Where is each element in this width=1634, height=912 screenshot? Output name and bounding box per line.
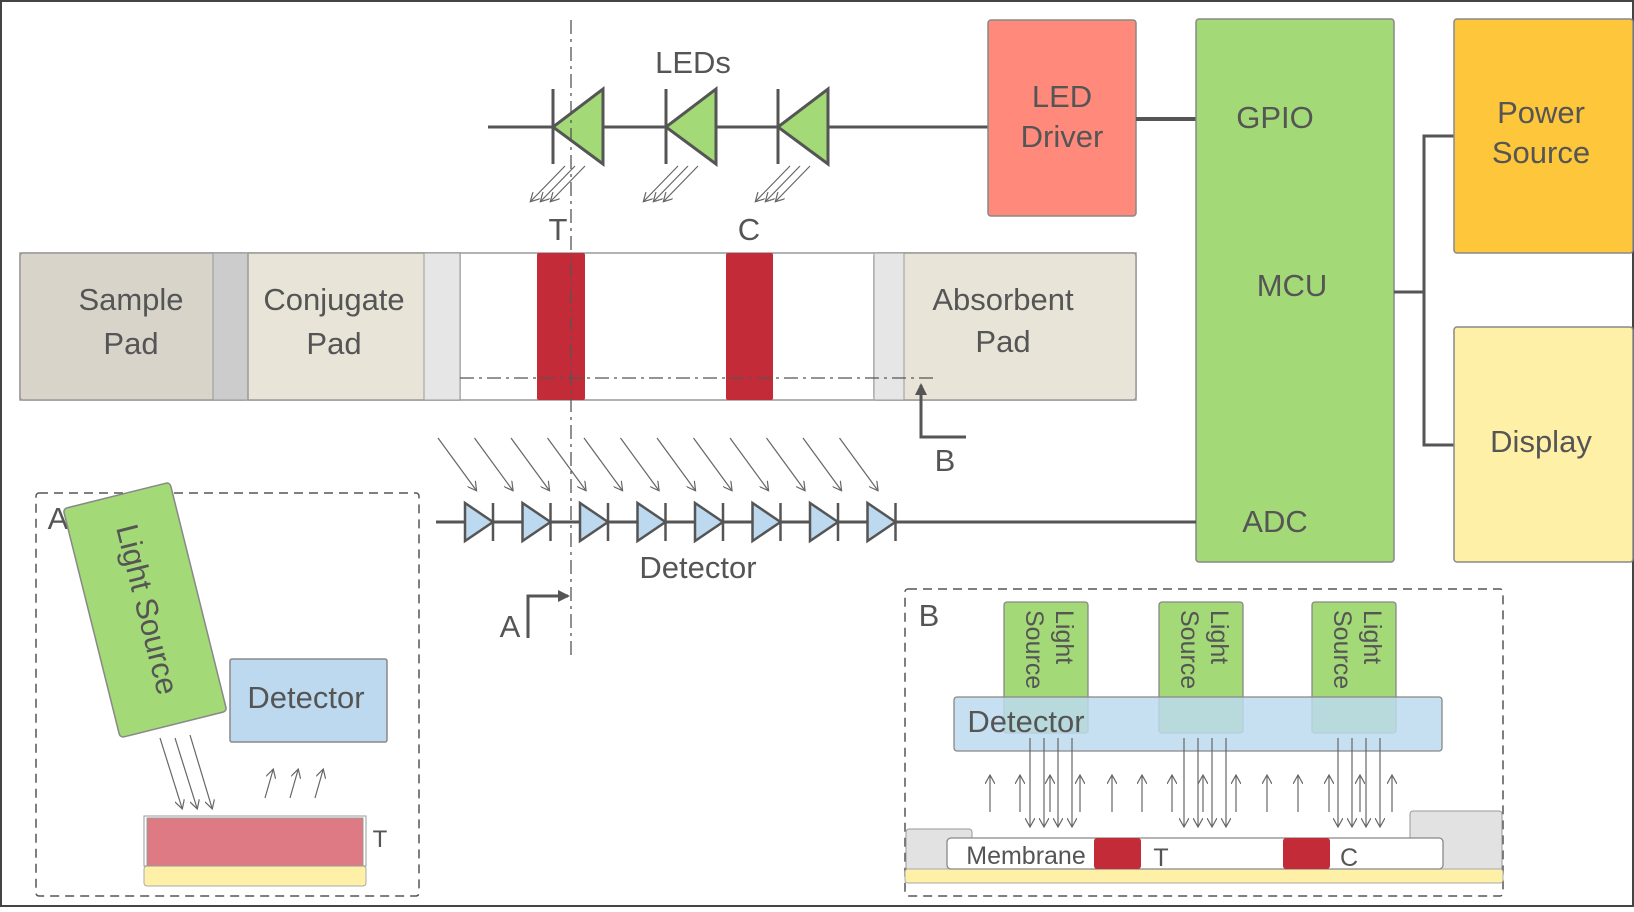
led-emission-arrows xyxy=(531,165,811,201)
detector-incoming-rays xyxy=(437,437,878,490)
led-emission-arrow xyxy=(756,165,791,201)
detector-ray xyxy=(474,437,513,490)
led-2 xyxy=(663,85,718,167)
detector-ray xyxy=(510,437,549,490)
photodiode xyxy=(866,500,898,544)
detector-ray xyxy=(437,437,476,490)
inset-a-frame xyxy=(35,492,420,897)
inset-a-test-label: T xyxy=(373,826,388,853)
inset-b-light-source-label: LightSource xyxy=(1020,610,1078,689)
inset-b-detector-label: Detector xyxy=(967,704,1084,739)
led-1 xyxy=(550,85,605,167)
inset-a-rays xyxy=(159,734,323,808)
gpio-label: GPIO xyxy=(1236,100,1314,135)
led-emission-arrow xyxy=(766,165,801,201)
led-emission-arrow xyxy=(654,165,689,201)
inset-a-light-source: Light Source xyxy=(63,482,227,738)
led-emission-arrow xyxy=(551,165,586,201)
led-emission-arrow xyxy=(541,165,576,201)
power-wire xyxy=(1394,134,1454,294)
inset-a-down-ray xyxy=(174,737,197,808)
leds-label: LEDs xyxy=(655,45,731,80)
inset-a-down-ray xyxy=(159,737,182,808)
mcu-label: MCU xyxy=(1257,268,1328,303)
led-emission-arrow xyxy=(664,165,699,201)
inset-a-up-ray xyxy=(264,770,273,799)
inset-b-membrane-label: Membrane xyxy=(966,842,1086,870)
section-b-label: B xyxy=(935,443,956,478)
inset-b-rays xyxy=(990,738,1392,826)
detector-ray xyxy=(547,437,586,490)
photodiode xyxy=(578,500,611,544)
inset-b-control-line xyxy=(1283,838,1330,869)
inset-b-test-label: T xyxy=(1153,844,1168,872)
inset-b-backing xyxy=(904,868,1504,884)
detector-photodiodes xyxy=(463,500,898,544)
detector-ray xyxy=(693,437,732,490)
absorbent-pad-overlap xyxy=(873,252,905,401)
display-wire xyxy=(1422,292,1454,447)
control-line xyxy=(726,253,773,400)
photodiode xyxy=(808,500,841,544)
led-driver-block xyxy=(987,19,1137,217)
detector-ray xyxy=(766,437,805,490)
detector-ray xyxy=(839,437,878,490)
inset-a-backing xyxy=(143,865,367,887)
conjugate-pad-overlap xyxy=(423,252,461,401)
detector-ray xyxy=(802,437,841,490)
detector-ray xyxy=(620,437,659,490)
inset-b-light-source-label: LightSource xyxy=(1175,610,1233,689)
display-label: Display xyxy=(1490,424,1592,459)
control-line-label: C xyxy=(738,212,760,247)
section-a-label: A xyxy=(500,609,521,644)
photodiode xyxy=(693,500,726,544)
inset-a-label: A xyxy=(48,501,69,536)
adc-label: ADC xyxy=(1242,504,1307,539)
led-emission-arrow xyxy=(776,165,811,201)
test-line xyxy=(537,253,585,400)
photodiode xyxy=(521,500,553,544)
inset-a-up-ray xyxy=(289,770,298,799)
photodiode xyxy=(636,500,668,544)
led-emission-arrow xyxy=(531,165,566,201)
led-emission-arrow xyxy=(644,165,679,201)
inset-a-detector xyxy=(229,658,388,743)
detector-ray xyxy=(729,437,768,490)
section-b-marker xyxy=(915,383,966,439)
detector-ray xyxy=(583,437,622,490)
inset-b-label: B xyxy=(919,598,940,633)
inset-a-up-ray xyxy=(314,770,323,799)
power-source-block xyxy=(1453,18,1634,254)
inset-b-control-label: C xyxy=(1340,844,1358,872)
display-block xyxy=(1453,326,1634,563)
test-line-label: T xyxy=(549,212,568,247)
section-a-marker xyxy=(526,590,570,638)
inset-a-test-line xyxy=(146,817,364,867)
photodiode xyxy=(463,500,496,544)
detector-ray xyxy=(656,437,695,490)
inset-a-detector-label: Detector xyxy=(247,680,364,715)
inset-b-test-line xyxy=(1094,838,1141,869)
inset-a-down-ray xyxy=(189,734,212,808)
sample-pad-overlap xyxy=(212,252,249,401)
photodiode xyxy=(751,500,783,544)
inset-b-light-source-label: LightSource xyxy=(1328,610,1386,689)
led-3 xyxy=(775,85,830,167)
detector-label: Detector xyxy=(639,550,756,585)
